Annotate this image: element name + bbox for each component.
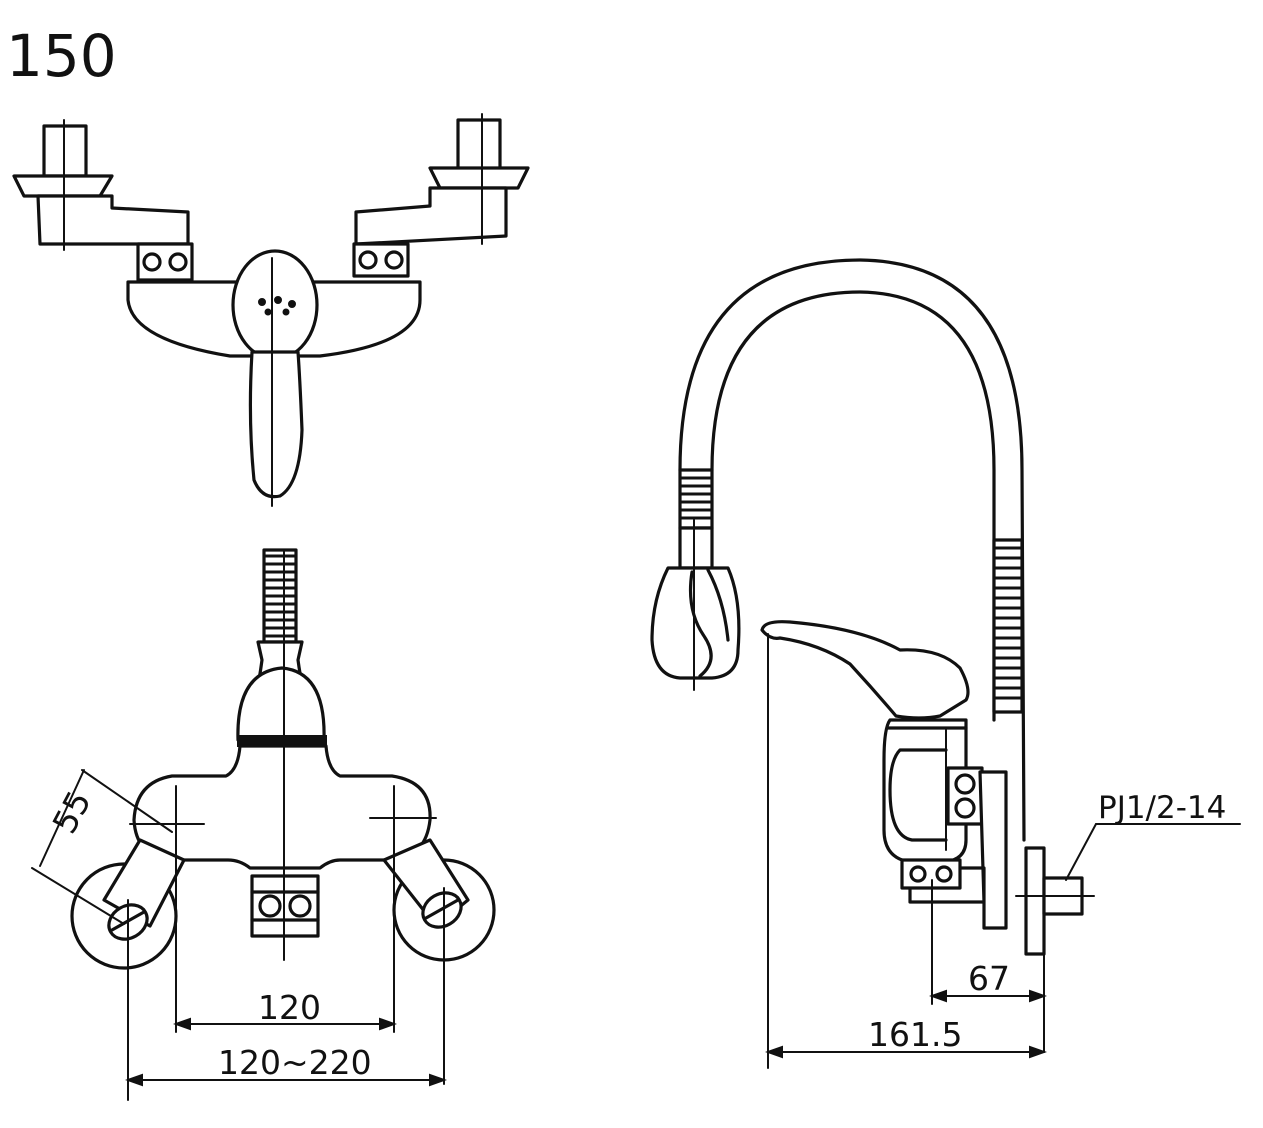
right-flange (428, 166, 530, 190)
right-inlet-stub (456, 118, 502, 172)
handle-cap (231, 249, 319, 361)
top-view (12, 113, 530, 507)
side-view: PJ1/2-14 67 161.5 (650, 258, 1241, 1069)
left-arm (36, 194, 190, 246)
gooseneck-inner (710, 290, 996, 722)
dim-161-5-label: 161.5 (868, 1015, 962, 1054)
dim-67-label: 67 (968, 959, 1010, 998)
spray-neck (678, 526, 714, 570)
front-body (132, 744, 432, 870)
dim-120-220-label: 120~220 (218, 1043, 372, 1082)
right-nut (352, 242, 410, 278)
front-view: 55 120 120~220 (31, 548, 496, 1101)
model-number: 150 (6, 22, 117, 90)
left-nut (136, 242, 194, 282)
thread-label: PJ1/2-14 (1098, 790, 1226, 826)
right-arm (354, 186, 508, 246)
side-lever (760, 620, 970, 720)
lever-handle (248, 350, 304, 499)
hose-hatch-front (264, 554, 296, 638)
dome-top (236, 666, 326, 742)
dim-55-label: 55 (45, 784, 99, 839)
dim-55-line (39, 769, 85, 867)
gooseneck-outer (678, 258, 1026, 842)
hose-ribbed-right (992, 538, 1024, 714)
dim-55-ext-bottom (31, 867, 125, 925)
dim-55-ext-top (81, 769, 173, 833)
dim-120-label: 120 (258, 988, 321, 1027)
wall-flange (1024, 846, 1046, 956)
